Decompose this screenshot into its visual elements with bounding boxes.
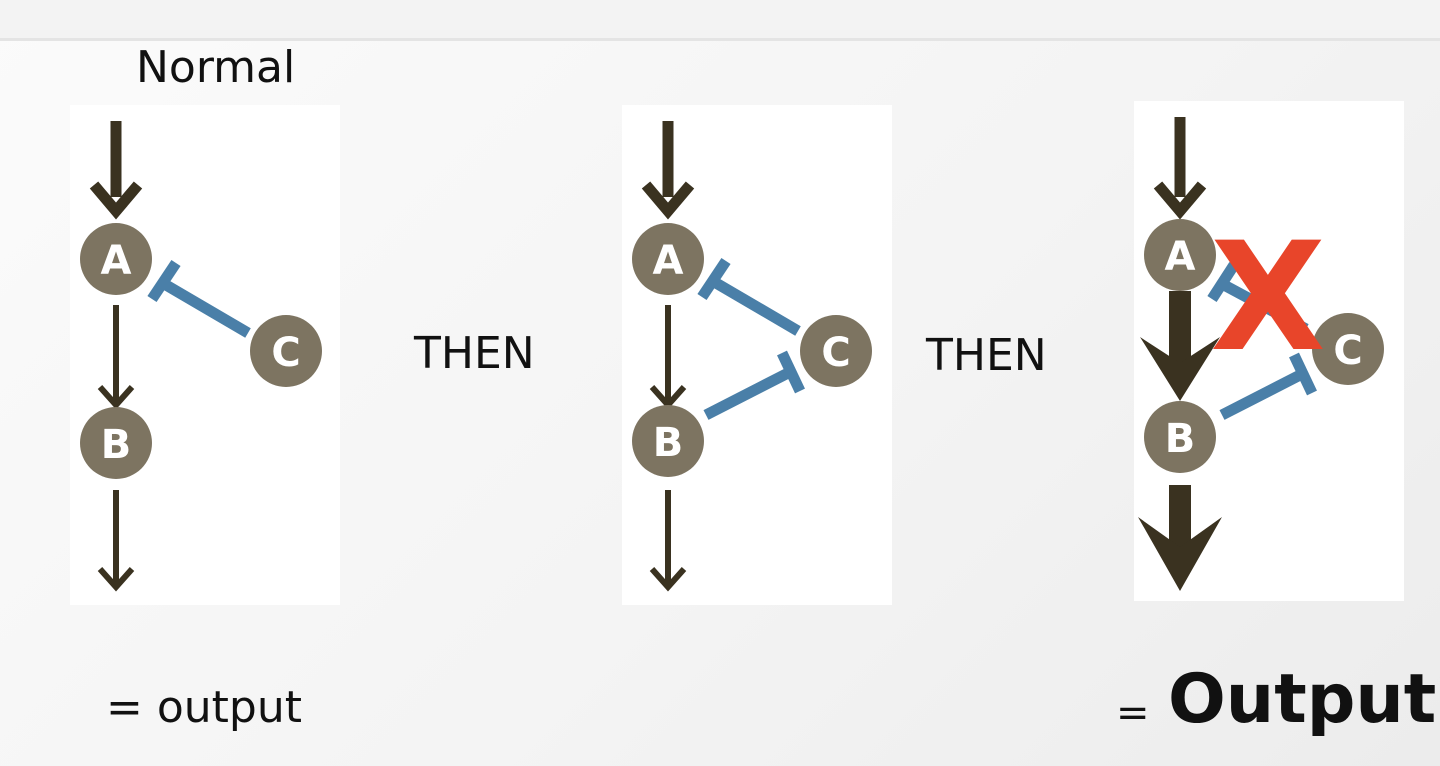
then-label-1: THEN xyxy=(414,328,535,379)
inhibit-b-to-c xyxy=(703,350,805,420)
inhibit-b-to-c xyxy=(1219,352,1317,420)
panel-step-3-diagram: A B C X xyxy=(1138,117,1384,591)
node-c: C xyxy=(800,315,872,387)
inhibit-c-to-a xyxy=(147,259,251,338)
panel-step-2-diagram: A B C xyxy=(632,121,872,592)
node-c: C xyxy=(1312,313,1384,385)
node-b-label: B xyxy=(653,420,684,466)
inhibit-c-to-a xyxy=(1207,262,1309,334)
arrow-in-to-a xyxy=(1153,117,1207,220)
node-b: B xyxy=(1144,401,1216,473)
node-b: B xyxy=(632,405,704,477)
panel-normal: A B C xyxy=(70,105,340,605)
result-normal: = output xyxy=(106,682,302,733)
node-b-label: B xyxy=(1165,416,1196,462)
arrow-in-to-a xyxy=(641,121,695,220)
then-label-2: THEN xyxy=(926,330,1047,381)
node-c-label: C xyxy=(1333,328,1362,374)
arrow-b-out-thick xyxy=(1138,485,1222,591)
top-band xyxy=(0,0,1440,41)
panel-step-3: A B C X xyxy=(1134,101,1404,601)
inhibit-c-to-a xyxy=(697,257,801,336)
blocked-cross-mark: X xyxy=(1210,211,1326,385)
arrow-a-to-b xyxy=(649,305,687,410)
node-a: A xyxy=(80,223,152,295)
node-a: A xyxy=(1144,219,1216,291)
result-final: Output xyxy=(1168,660,1437,739)
node-a: A xyxy=(632,223,704,295)
arrow-a-to-b xyxy=(97,305,135,410)
panel-step-2: A B C xyxy=(622,105,892,605)
arrow-a-to-b-thick xyxy=(1140,291,1220,401)
node-a-label: A xyxy=(653,238,684,284)
panel-normal-diagram: A B C xyxy=(80,121,322,592)
node-b: B xyxy=(80,407,152,479)
diagram-title: Normal xyxy=(136,42,296,93)
node-a-label: A xyxy=(101,238,132,284)
node-a-label: A xyxy=(1165,234,1196,280)
node-c-label: C xyxy=(821,330,850,376)
arrow-in-to-a xyxy=(89,121,143,220)
node-b-label: B xyxy=(101,422,132,468)
node-c: C xyxy=(250,315,322,387)
result-final-prefix: = xyxy=(1116,690,1150,736)
node-c-label: C xyxy=(271,330,300,376)
arrow-b-out xyxy=(97,490,135,592)
arrow-b-out xyxy=(649,490,687,592)
